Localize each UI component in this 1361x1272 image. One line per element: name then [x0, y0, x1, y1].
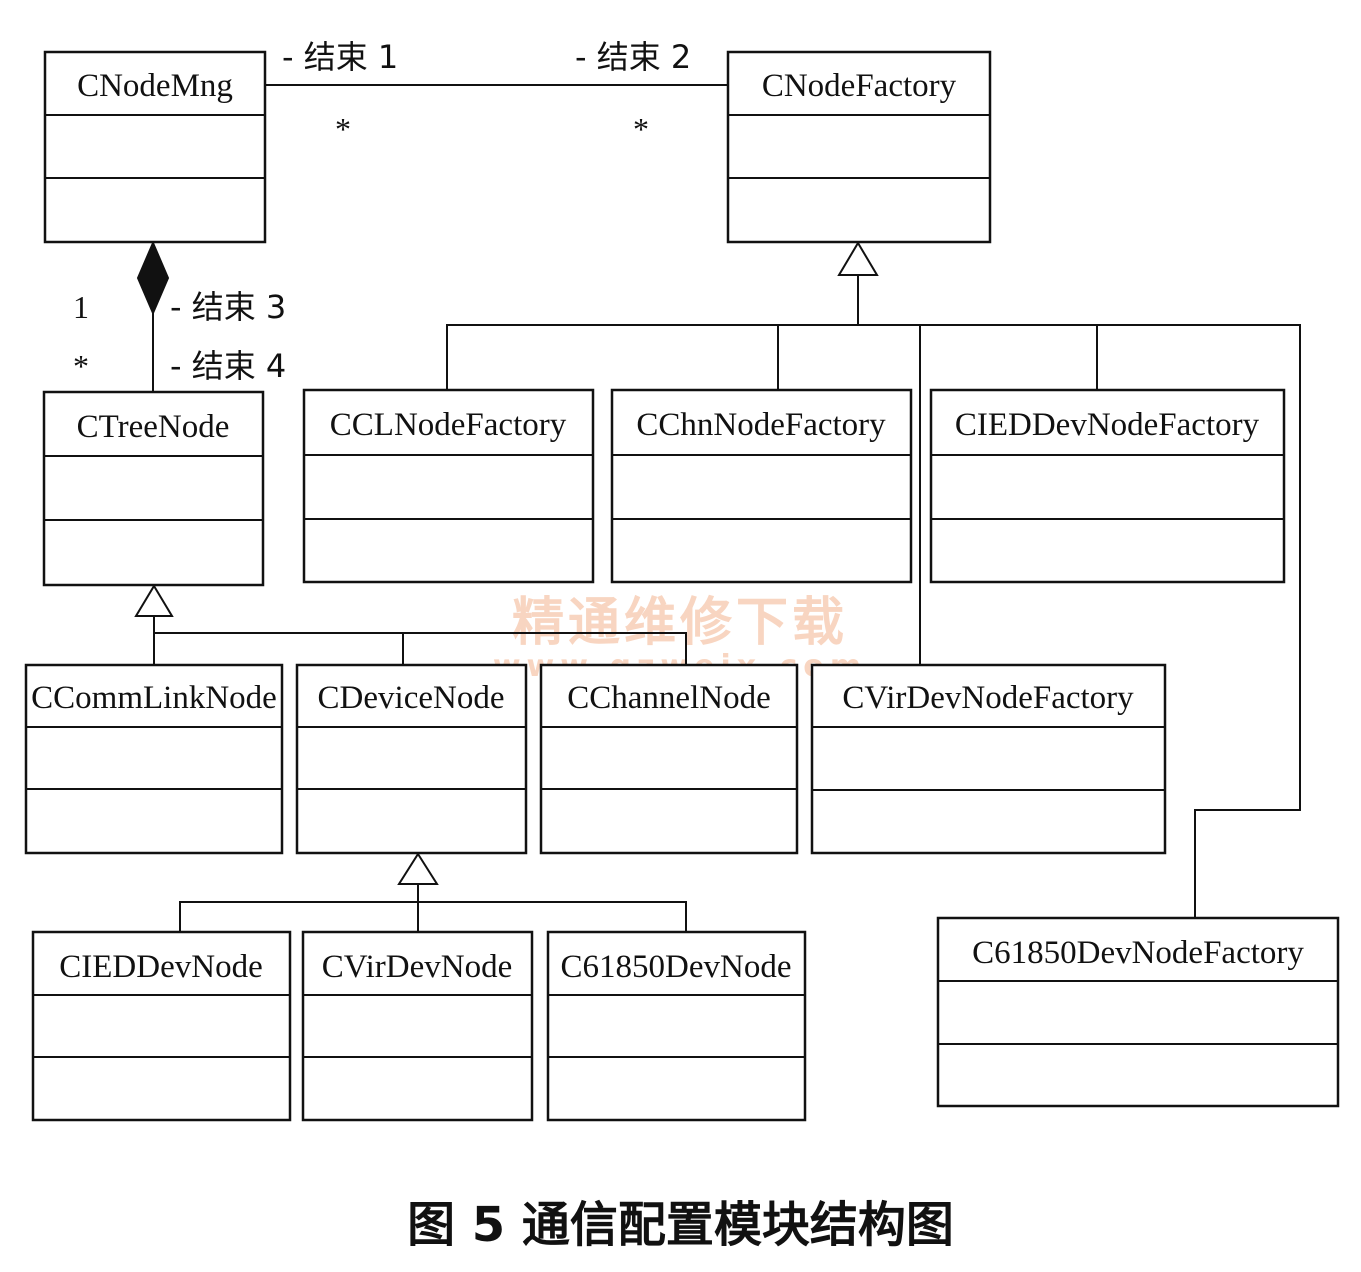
mult-end2: * — [633, 111, 649, 147]
class-cvirdevnodefactory: CVirDevNodeFactory — [810, 663, 1167, 855]
class-ccommlinknode: CCommLinkNode — [24, 663, 284, 855]
class-ctreenode: CTreeNode — [42, 390, 265, 587]
class-name: CNodeFactory — [762, 68, 957, 104]
class-cchannelnode: CChannelNode — [539, 663, 799, 855]
mult-end4: * — [73, 348, 89, 384]
class-cvirdevnode: CVirDevNode — [301, 930, 534, 1122]
class-cieddevnode: CIEDDevNode — [31, 930, 292, 1122]
class-name: CChannelNode — [567, 680, 770, 716]
class-name: CIEDDevNodeFactory — [955, 407, 1260, 443]
mult-end3: 1 — [73, 289, 89, 325]
class-cnodefactory: CNodeFactory — [726, 50, 992, 244]
class-cdevicenode: CDeviceNode — [295, 663, 528, 855]
device-generalization-triangle-icon — [397, 852, 439, 885]
class-cieddevnodefactory: CIEDDevNodeFactory — [929, 388, 1286, 584]
class-name: CDeviceNode — [318, 680, 505, 716]
class-name: CVirDevNode — [322, 949, 512, 985]
class-name: CIEDDevNode — [59, 949, 262, 985]
composition-diamond-icon — [136, 240, 170, 316]
treenode-generalization-triangle-icon — [134, 584, 174, 617]
class-name: C61850DevNode — [561, 949, 792, 985]
mult-end1: * — [335, 111, 351, 147]
class-name: C61850DevNodeFactory — [972, 935, 1304, 971]
class-name: CCLNodeFactory — [330, 407, 567, 443]
role-end1: - 结束 1 — [282, 38, 398, 76]
figure-caption: 图 5 通信配置模块结构图 — [407, 1197, 954, 1253]
class-name: CCommLinkNode — [31, 680, 277, 716]
watermark-text: 精通维修下载 — [512, 593, 848, 653]
device-inherit-bus — [179, 901, 687, 932]
class-c61850devnode: C61850DevNode — [546, 930, 807, 1122]
treenode-inherit-bus — [153, 632, 687, 665]
class-name: CChnNodeFactory — [636, 407, 886, 443]
role-end2: - 结束 2 — [575, 38, 691, 76]
class-name: CNodeMng — [77, 68, 233, 104]
factory-inherit-bus — [446, 324, 1301, 918]
factory-generalization-triangle-icon — [837, 241, 879, 276]
class-c61850devnodefactory: C61850DevNodeFactory — [936, 916, 1340, 1108]
class-cchnnodefactory: CChnNodeFactory — [610, 388, 913, 584]
role-end4: - 结束 4 — [170, 347, 286, 385]
class-name: CVirDevNodeFactory — [842, 680, 1134, 716]
class-name: CTreeNode — [77, 409, 230, 445]
class-cclnodefactory: CCLNodeFactory — [302, 388, 595, 584]
role-end3: - 结束 3 — [170, 288, 286, 326]
class-cnodemng: CNodeMng — [43, 50, 267, 244]
